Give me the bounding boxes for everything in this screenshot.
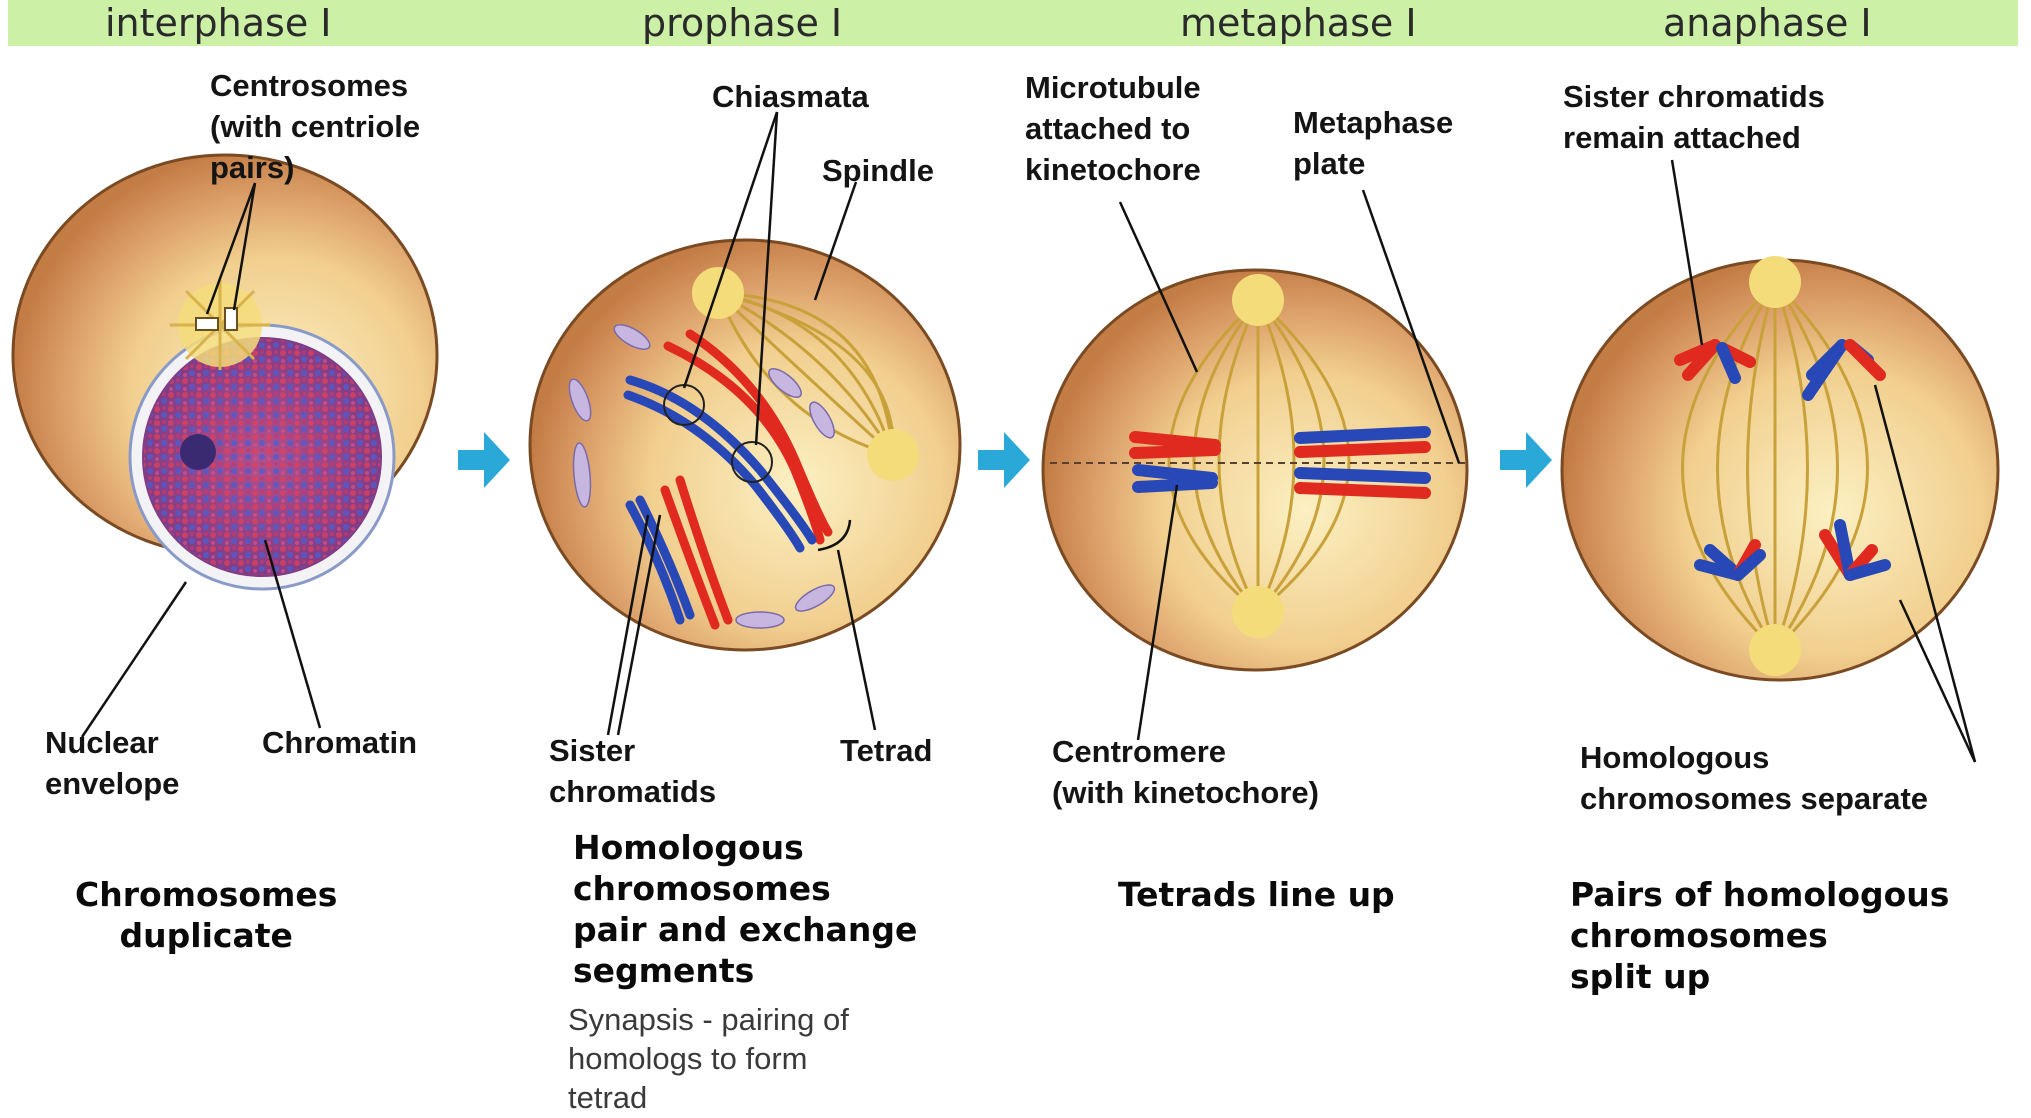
label-spindle: Spindle xyxy=(822,150,934,191)
label-metaphase-plate: Metaphase plate xyxy=(1293,102,1453,184)
arrow-1-icon xyxy=(458,432,510,488)
label-tetrad: Tetrad xyxy=(840,730,932,771)
label-chiasmata: Chiasmata xyxy=(712,76,869,117)
nucleolus-shape xyxy=(180,434,216,470)
label-homologous-separate: Homologous chromosomes separate xyxy=(1580,737,1928,819)
anaphase-cell xyxy=(1562,160,1998,762)
label-microtubule: Microtubule attached to kinetochore xyxy=(1025,67,1201,190)
caption-prophase-note: Synapsis - pairing of homologs to form t… xyxy=(568,1000,849,1117)
label-sister-attached: Sister chromatids remain attached xyxy=(1563,76,1825,158)
label-nuclear-envelope: Nuclear envelope xyxy=(45,722,179,804)
caption-interphase: Chromosomes duplicate xyxy=(75,874,337,956)
arrow-3-icon xyxy=(1500,432,1552,488)
prophase-cell xyxy=(530,112,960,735)
interphase-cell xyxy=(13,155,437,737)
label-chromatin: Chromatin xyxy=(262,722,417,763)
caption-metaphase: Tetrads line up xyxy=(1118,874,1395,915)
label-centromere: Centromere (with kinetochore) xyxy=(1052,731,1319,813)
chromatin-shape xyxy=(144,339,380,575)
metaphase-cell xyxy=(1043,190,1467,740)
caption-prophase: Homologous chromosomes pair and exchange… xyxy=(573,827,917,991)
arrow-2-icon xyxy=(978,432,1030,488)
label-sister-chromatids: Sister chromatids xyxy=(549,730,716,812)
label-centrosomes: Centrosomes (with centriole pairs) xyxy=(210,65,420,188)
caption-anaphase: Pairs of homologous chromosomes split up xyxy=(1570,874,1949,997)
